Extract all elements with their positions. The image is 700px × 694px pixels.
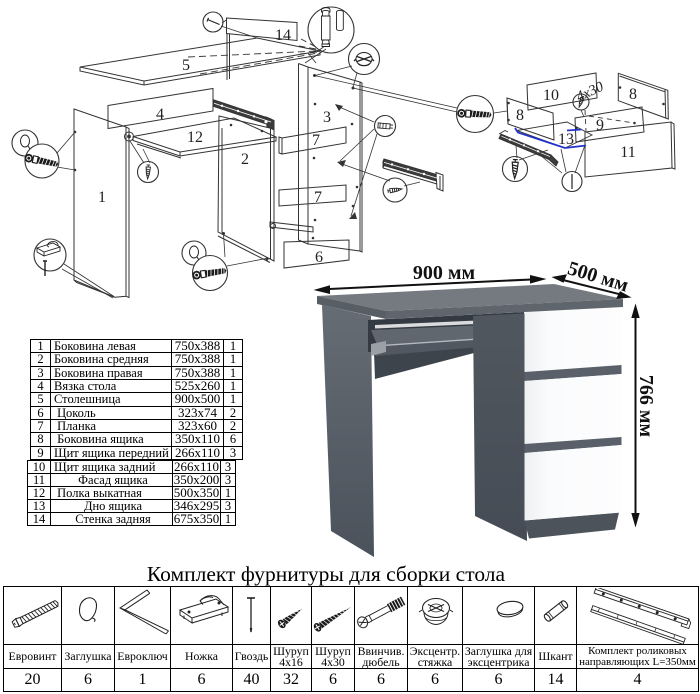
svg-text:900 мм: 900 мм xyxy=(413,262,475,284)
svg-text:4х30: 4х30 xyxy=(574,78,607,105)
svg-text:7: 7 xyxy=(314,189,322,206)
svg-text:1: 1 xyxy=(98,189,106,206)
svg-text:9: 9 xyxy=(596,117,604,134)
svg-text:3: 3 xyxy=(323,109,331,126)
svg-text:766 мм: 766 мм xyxy=(635,375,657,437)
svg-text:12: 12 xyxy=(187,129,203,146)
svg-text:8: 8 xyxy=(516,107,524,124)
svg-text:11: 11 xyxy=(620,144,635,161)
svg-text:2: 2 xyxy=(241,151,249,168)
svg-text:8: 8 xyxy=(629,86,637,103)
svg-text:10: 10 xyxy=(543,87,559,104)
svg-text:7: 7 xyxy=(312,132,320,149)
svg-text:4: 4 xyxy=(156,106,164,123)
svg-text:6: 6 xyxy=(315,249,323,266)
svg-text:5: 5 xyxy=(182,57,190,74)
svg-text:14: 14 xyxy=(275,27,291,44)
svg-text:13: 13 xyxy=(558,131,574,148)
